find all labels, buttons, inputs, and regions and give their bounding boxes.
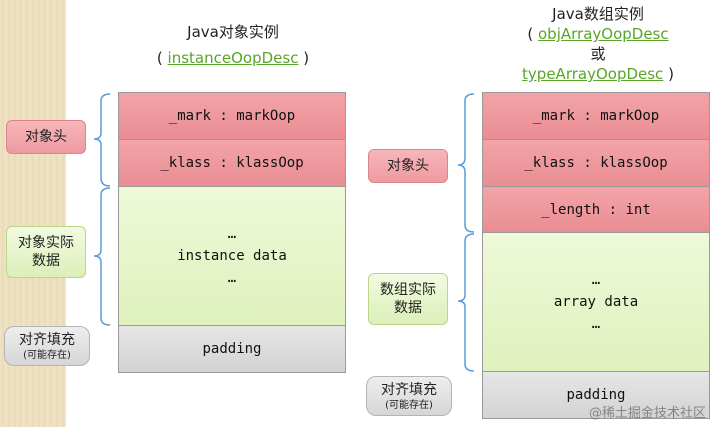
right-data-label: 数组实际 数据 [368,273,448,325]
right-title: Java数组实例 ( objArrayOopDesc 或 typeArrayOo… [484,4,712,84]
right-header-label: 对象头 [368,149,448,183]
right-title-line1: Java数组实例 [552,5,644,23]
right-header-bracket [457,93,475,233]
right-title-line4: typeArrayOopDesc ) [522,65,674,83]
left-title-line1: Java对象实例 [187,23,279,41]
right-title-line2: ( objArrayOopDesc [527,25,669,43]
right-length-row: _length : int [482,186,710,233]
left-data-bracket [93,187,111,326]
right-class-link-obj[interactable]: objArrayOopDesc [538,25,669,43]
right-padding-label: 对齐填充 (可能存在) [366,376,452,416]
right-class-link-type[interactable]: typeArrayOopDesc [522,65,664,83]
left-header-label: 对象头 [6,120,86,154]
left-padding-row: padding [118,325,346,373]
right-mark-row: _mark : markOop [482,92,710,140]
left-padding-label: 对齐填充 (可能存在) [4,326,90,366]
left-data-label: 对象实际 数据 [6,226,86,278]
right-padding-row: padding [482,371,710,419]
left-class-link[interactable]: instanceOopDesc [167,49,299,67]
right-title-line3: 或 [590,45,606,63]
left-title-line2: ( instanceOopDesc ) [156,49,310,67]
right-klass-row: _klass : klassOop [482,139,710,187]
left-header-bracket [93,93,111,187]
right-data-bracket [457,233,475,372]
watermark: @稀土掘金技术社区 [588,406,706,421]
right-array-data-row: … array data … [482,232,710,372]
left-klass-row: _klass : klassOop [118,139,346,187]
left-title: Java对象实例 ( instanceOopDesc ) [118,22,348,68]
